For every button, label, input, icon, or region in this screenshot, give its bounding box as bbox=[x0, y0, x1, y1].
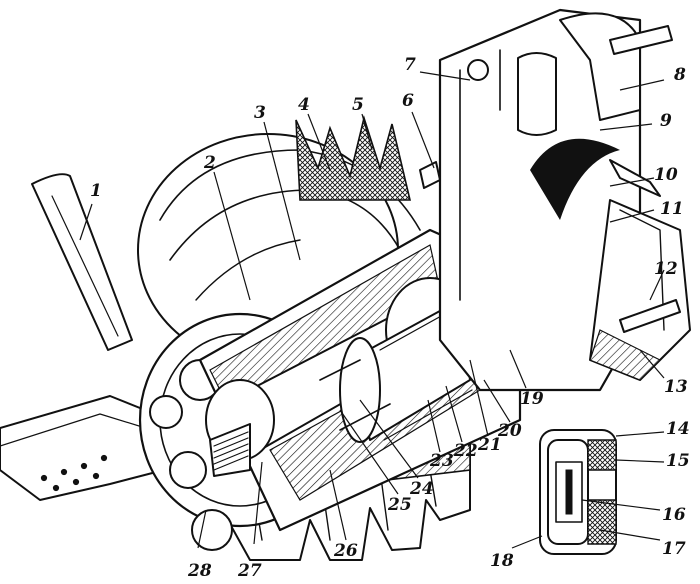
leader-lines bbox=[79, 71, 665, 549]
callout-1: 1 bbox=[90, 181, 102, 201]
callout-11: 11 bbox=[660, 199, 684, 219]
callout-labels: 1 2 3 4 5 6 7 8 9 10 11 12 13 14 15 16 1… bbox=[90, 55, 690, 581]
callout-22: 22 bbox=[453, 441, 478, 461]
callout-26: 26 bbox=[333, 541, 358, 561]
callout-19: 19 bbox=[520, 389, 544, 409]
callout-12: 12 bbox=[654, 259, 678, 279]
brush-holder-inset bbox=[539, 429, 617, 555]
callout-6: 6 bbox=[402, 91, 414, 111]
callout-25: 25 bbox=[387, 495, 412, 515]
callout-5: 5 bbox=[352, 95, 364, 115]
callout-27: 27 bbox=[237, 561, 262, 580]
callout-10: 10 bbox=[654, 165, 678, 185]
callout-17: 17 bbox=[662, 539, 686, 559]
callout-21: 21 bbox=[477, 435, 502, 455]
callout-9: 9 bbox=[660, 111, 672, 131]
callout-4: 4 bbox=[298, 95, 310, 115]
callout-23: 23 bbox=[429, 451, 454, 471]
callout-24: 24 bbox=[409, 479, 434, 499]
rear-housing bbox=[419, 8, 691, 392]
callout-8: 8 bbox=[673, 65, 686, 85]
callout-13: 13 bbox=[664, 377, 688, 397]
callout-7: 7 bbox=[404, 55, 416, 75]
callout-20: 20 bbox=[497, 421, 522, 441]
callout-14: 14 bbox=[666, 419, 690, 439]
callout-18: 18 bbox=[490, 551, 514, 571]
callout-16: 16 bbox=[662, 505, 686, 525]
callout-28: 28 bbox=[187, 561, 212, 580]
callout-2: 2 bbox=[203, 153, 216, 173]
fan-blades bbox=[0, 173, 171, 501]
callout-15: 15 bbox=[666, 451, 690, 471]
callout-3: 3 bbox=[254, 103, 266, 123]
